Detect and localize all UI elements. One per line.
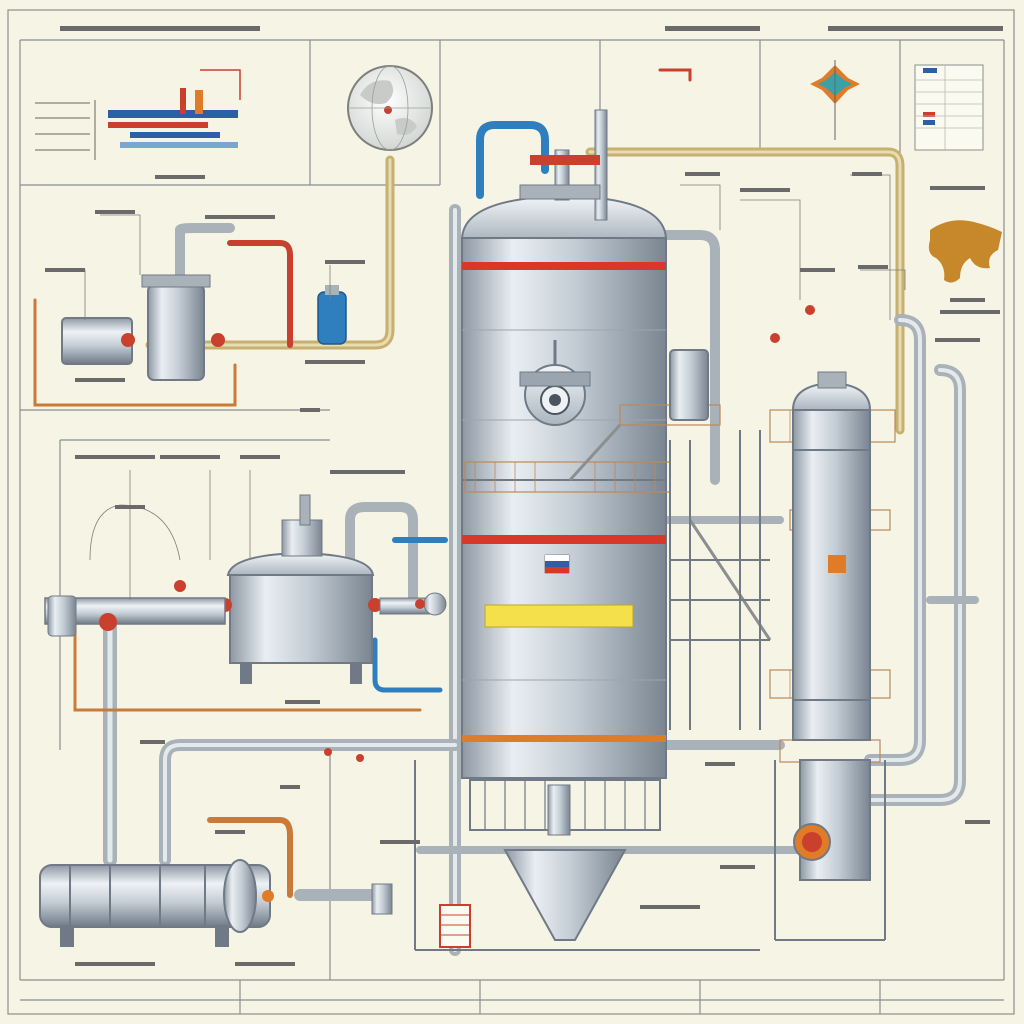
world-map-icon — [928, 220, 1002, 283]
right-column-vessel — [791, 371, 872, 881]
steel-framing — [414, 430, 886, 951]
red-pipe — [33, 68, 692, 898]
tan-pipe-top — [145, 147, 905, 435]
rosette-chart-icon — [810, 60, 860, 140]
heat-exchanger — [39, 859, 393, 947]
main-reactor-vessel — [460, 109, 668, 941]
upper-left-tank — [61, 274, 347, 381]
globe-icon — [347, 65, 433, 151]
blue-pipe — [372, 121, 549, 693]
small-side-tank — [669, 349, 709, 421]
mid-left-tank — [44, 494, 447, 684]
illegible-label-marks — [45, 26, 1003, 966]
table-chart-icon — [914, 64, 984, 151]
valves — [324, 155, 815, 762]
bar-chart-icon — [35, 69, 241, 160]
pump-skid — [439, 904, 471, 948]
